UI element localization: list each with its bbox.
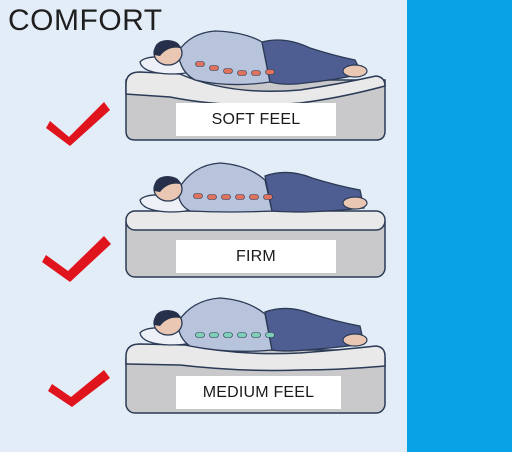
spine-dot [249,194,259,200]
spine-dots-firm [193,193,273,200]
spine-dot [223,68,233,74]
shirt [177,297,273,352]
spine-dot [193,193,203,199]
pants [261,39,363,85]
spine-dot [265,69,275,75]
spine-dot [221,194,231,200]
hair [153,310,180,326]
spine-dot [209,65,219,71]
spine-dot [263,194,273,200]
label-soft-feel: SOFT FEEL [176,103,336,136]
shirt [177,30,271,86]
spine-dot [237,332,247,338]
mattress-top [125,210,386,231]
spine-dot [209,332,219,338]
side-band [407,0,512,452]
spine-dot [251,332,261,338]
shirt [177,162,273,213]
spine-dots-soft [195,61,275,76]
check-icon [48,370,110,407]
mattress-top [125,343,386,372]
check-icon [46,102,110,146]
label-firm: FIRM [176,240,336,273]
check-icon [42,236,111,282]
feet [342,196,368,210]
spine-dot [235,194,245,200]
hair [153,40,180,56]
pants [264,171,365,213]
spine-dot [223,332,233,338]
label-medium-feel: MEDIUM FEEL [176,376,341,409]
spine-dot [195,332,205,338]
spine-dots-medium [195,332,275,338]
feet [342,333,368,347]
page-title: COMFORT [8,4,163,37]
spine-dot [265,332,275,338]
hair [153,176,180,192]
spine-dot [251,70,261,76]
spine-dot [195,61,205,67]
feet [342,64,368,78]
spine-dot [207,194,217,200]
spine-dot [237,70,247,76]
